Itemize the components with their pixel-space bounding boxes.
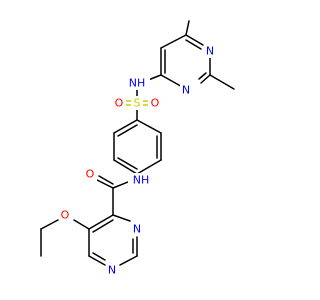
molecule-structure: N N NH S O O NH O <box>40 20 235 277</box>
bond <box>198 72 207 80</box>
atom-o-sulfonyl-right: O <box>148 96 161 110</box>
atom-label: N <box>133 223 141 236</box>
bond <box>119 255 138 266</box>
bond <box>92 252 106 261</box>
bond <box>73 219 90 230</box>
bond <box>200 74 211 84</box>
bond <box>117 157 138 170</box>
atom-nh-amide: NH <box>128 173 154 187</box>
atom-label: N <box>182 84 190 97</box>
atom-label: O <box>115 97 124 110</box>
bond <box>113 159 138 175</box>
bond <box>113 119 138 134</box>
atom-labels: N N NH S O O NH O <box>59 44 216 277</box>
atom-n-pyr-top-2: N <box>180 83 192 97</box>
atom-s-sulfonyl: S <box>131 96 143 110</box>
bond <box>209 74 235 90</box>
bond <box>88 214 114 230</box>
atom-n-pyr-bottom-2: N <box>106 263 118 277</box>
bond <box>98 175 114 185</box>
atom-label: NH <box>129 77 146 90</box>
bond <box>92 219 114 233</box>
atom-label: O <box>151 97 160 110</box>
atom-o-carbonyl: O <box>84 167 97 181</box>
atom-o-sulfonyl-left: O <box>113 96 126 110</box>
bond <box>136 159 162 175</box>
bond <box>185 20 190 36</box>
atom-n-pyr-top-1: N <box>204 44 216 58</box>
atom-nh-sulfonamide: NH <box>124 76 150 90</box>
bond <box>88 255 106 266</box>
atom-label: O <box>86 168 95 181</box>
bond <box>117 124 138 137</box>
atom-n-pyr-bottom-1: N <box>131 222 143 236</box>
bond <box>40 219 59 230</box>
bond <box>96 179 114 189</box>
atom-o-ether: O <box>59 208 72 222</box>
bond <box>185 39 202 50</box>
bond <box>136 119 162 134</box>
bond <box>160 34 187 49</box>
bond <box>185 34 204 46</box>
atom-label: N <box>108 264 116 277</box>
atom-label: NH <box>133 174 150 187</box>
atom-label: S <box>134 97 141 110</box>
atom-label: N <box>206 45 214 58</box>
atom-label: O <box>61 209 70 222</box>
bond <box>112 214 131 222</box>
